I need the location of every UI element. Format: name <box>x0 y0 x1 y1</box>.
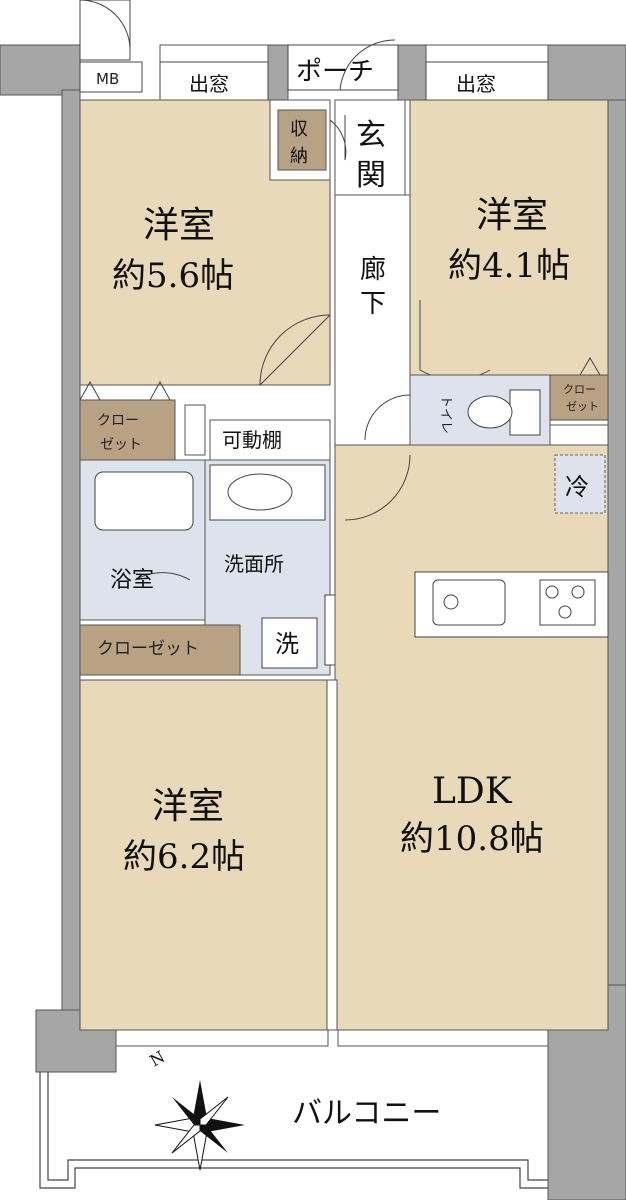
genkan-label-2: 関 <box>356 158 386 193</box>
movable-shelf-label: 可動棚 <box>222 428 282 452</box>
corridor-area <box>334 194 411 446</box>
mb-label: MB <box>96 70 119 88</box>
closet-small-label-2: ゼット <box>566 400 599 413</box>
toilet-label: トイレ <box>438 395 453 434</box>
balcony-label: バルコニー <box>292 1096 441 1131</box>
closet-nw-label-1: クロー <box>97 413 139 429</box>
mb-door <box>79 0 131 61</box>
washroom-label: 洗面所 <box>224 552 284 576</box>
corridor-label-2: 下 <box>360 289 386 319</box>
bay-window-left <box>159 61 269 101</box>
closet-long <box>79 624 241 676</box>
bottom-window-right <box>337 1029 549 1047</box>
compass-icon <box>154 1080 245 1171</box>
mb-box <box>79 61 143 93</box>
washer-box <box>261 617 318 669</box>
genkan-label-1: 玄 <box>356 118 386 153</box>
corridor-label-1: 廊 <box>360 255 386 285</box>
movable-shelf-box <box>209 419 331 461</box>
room-western-sw-size: 約6.2帖 <box>123 837 245 877</box>
room-western-nw-name: 洋室 <box>143 205 215 246</box>
washer-label: 洗 <box>275 630 299 658</box>
room-western-nw-size: 約5.6帖 <box>112 256 234 296</box>
porch-area <box>287 44 399 91</box>
bay-window-right-label: 出窓 <box>456 72 496 96</box>
storage-box <box>277 109 327 171</box>
closet-small-label-1: クロー <box>563 383 596 396</box>
closet-nw <box>79 399 176 461</box>
room-ldk <box>334 444 609 1031</box>
top-windows <box>159 44 549 64</box>
storage-label-2: 納 <box>290 146 308 167</box>
bay-window-left-label: 出窓 <box>189 72 229 96</box>
room-western-ne <box>409 99 609 376</box>
storage-label-1: 収 <box>290 119 308 140</box>
bay-window-right <box>425 61 549 101</box>
room-western-sw-name: 洋室 <box>152 786 224 827</box>
room-western-sw <box>79 679 331 1031</box>
genkan-area <box>334 99 406 196</box>
closet-small-ne <box>549 374 609 421</box>
room-ldk-name: LDK <box>432 771 513 812</box>
room-western-ne-size: 約4.1帖 <box>448 246 570 286</box>
toilet-fixture <box>467 389 541 436</box>
bathroom-label: 浴室 <box>110 568 154 593</box>
closet-nw-label-2: ゼット <box>100 437 142 453</box>
kitchen-counter <box>414 571 609 638</box>
compass-north-label: N <box>147 1047 169 1070</box>
fridge-box <box>554 454 606 514</box>
room-western-ne-name: 洋室 <box>476 195 548 236</box>
room-ldk-size: 約10.8帖 <box>400 819 544 859</box>
fridge-label: 冷 <box>565 473 589 501</box>
closet-long-label: クローゼット <box>97 639 199 659</box>
porch-label: ポーチ <box>296 57 374 87</box>
bottom-window-left <box>115 1029 329 1047</box>
